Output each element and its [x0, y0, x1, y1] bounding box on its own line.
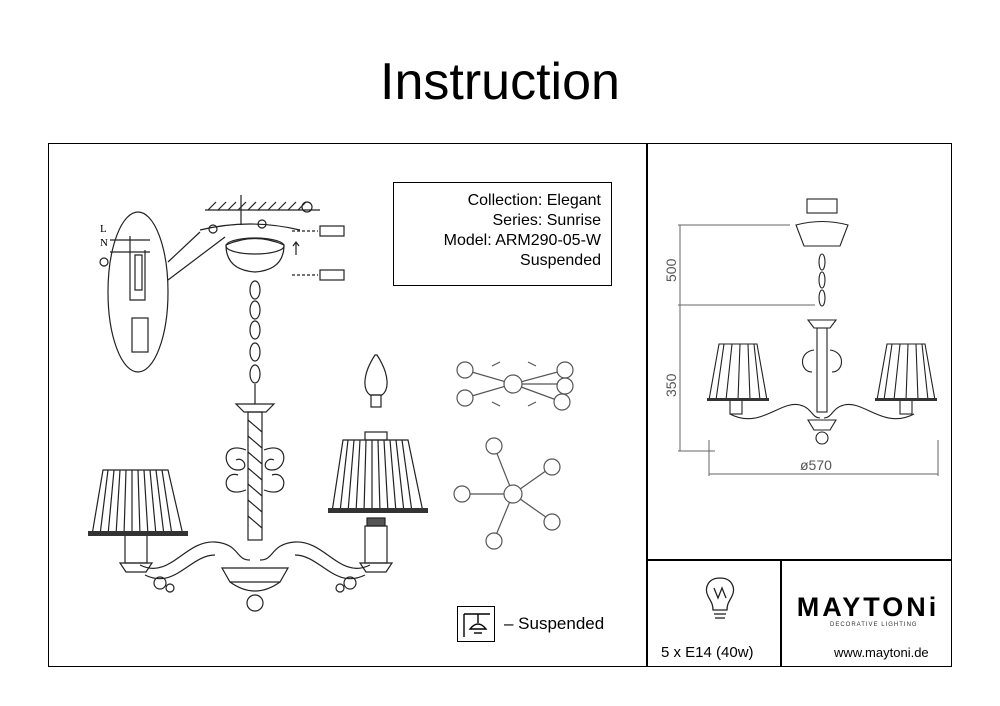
spec-collection: Collection: Elegant	[467, 192, 601, 209]
spec-type: Suspended	[520, 252, 601, 269]
legend-suspended-label: – Suspended	[504, 614, 605, 633]
spec-box: Collection: Elegant Series: Sunrise Mode…	[393, 182, 612, 286]
row-divider	[646, 559, 952, 561]
brand-logo: MAYTONi	[796, 592, 940, 622]
column-divider	[646, 143, 648, 667]
bulb-spec: 5 x E14 (40w)	[661, 644, 754, 661]
wiring-label-l: L	[100, 223, 107, 235]
dimension-500: 500	[663, 258, 679, 282]
spec-model: Model: ARM290-05-W	[443, 232, 601, 249]
dimension-570: ø570	[800, 457, 832, 473]
brand-tagline: DECORATIVE LIGHTING	[830, 622, 918, 628]
bottom-divider	[780, 559, 782, 667]
suspended-icon	[457, 606, 495, 642]
website-link[interactable]: www.maytoni.de	[834, 645, 929, 660]
page-title: Instruction	[380, 53, 620, 111]
spec-series: Series: Sunrise	[492, 212, 602, 229]
lightbulb-icon	[705, 577, 735, 619]
dimension-350: 350	[663, 373, 679, 397]
wiring-label-n: N	[100, 237, 108, 249]
instruction-sheet	[48, 143, 952, 667]
